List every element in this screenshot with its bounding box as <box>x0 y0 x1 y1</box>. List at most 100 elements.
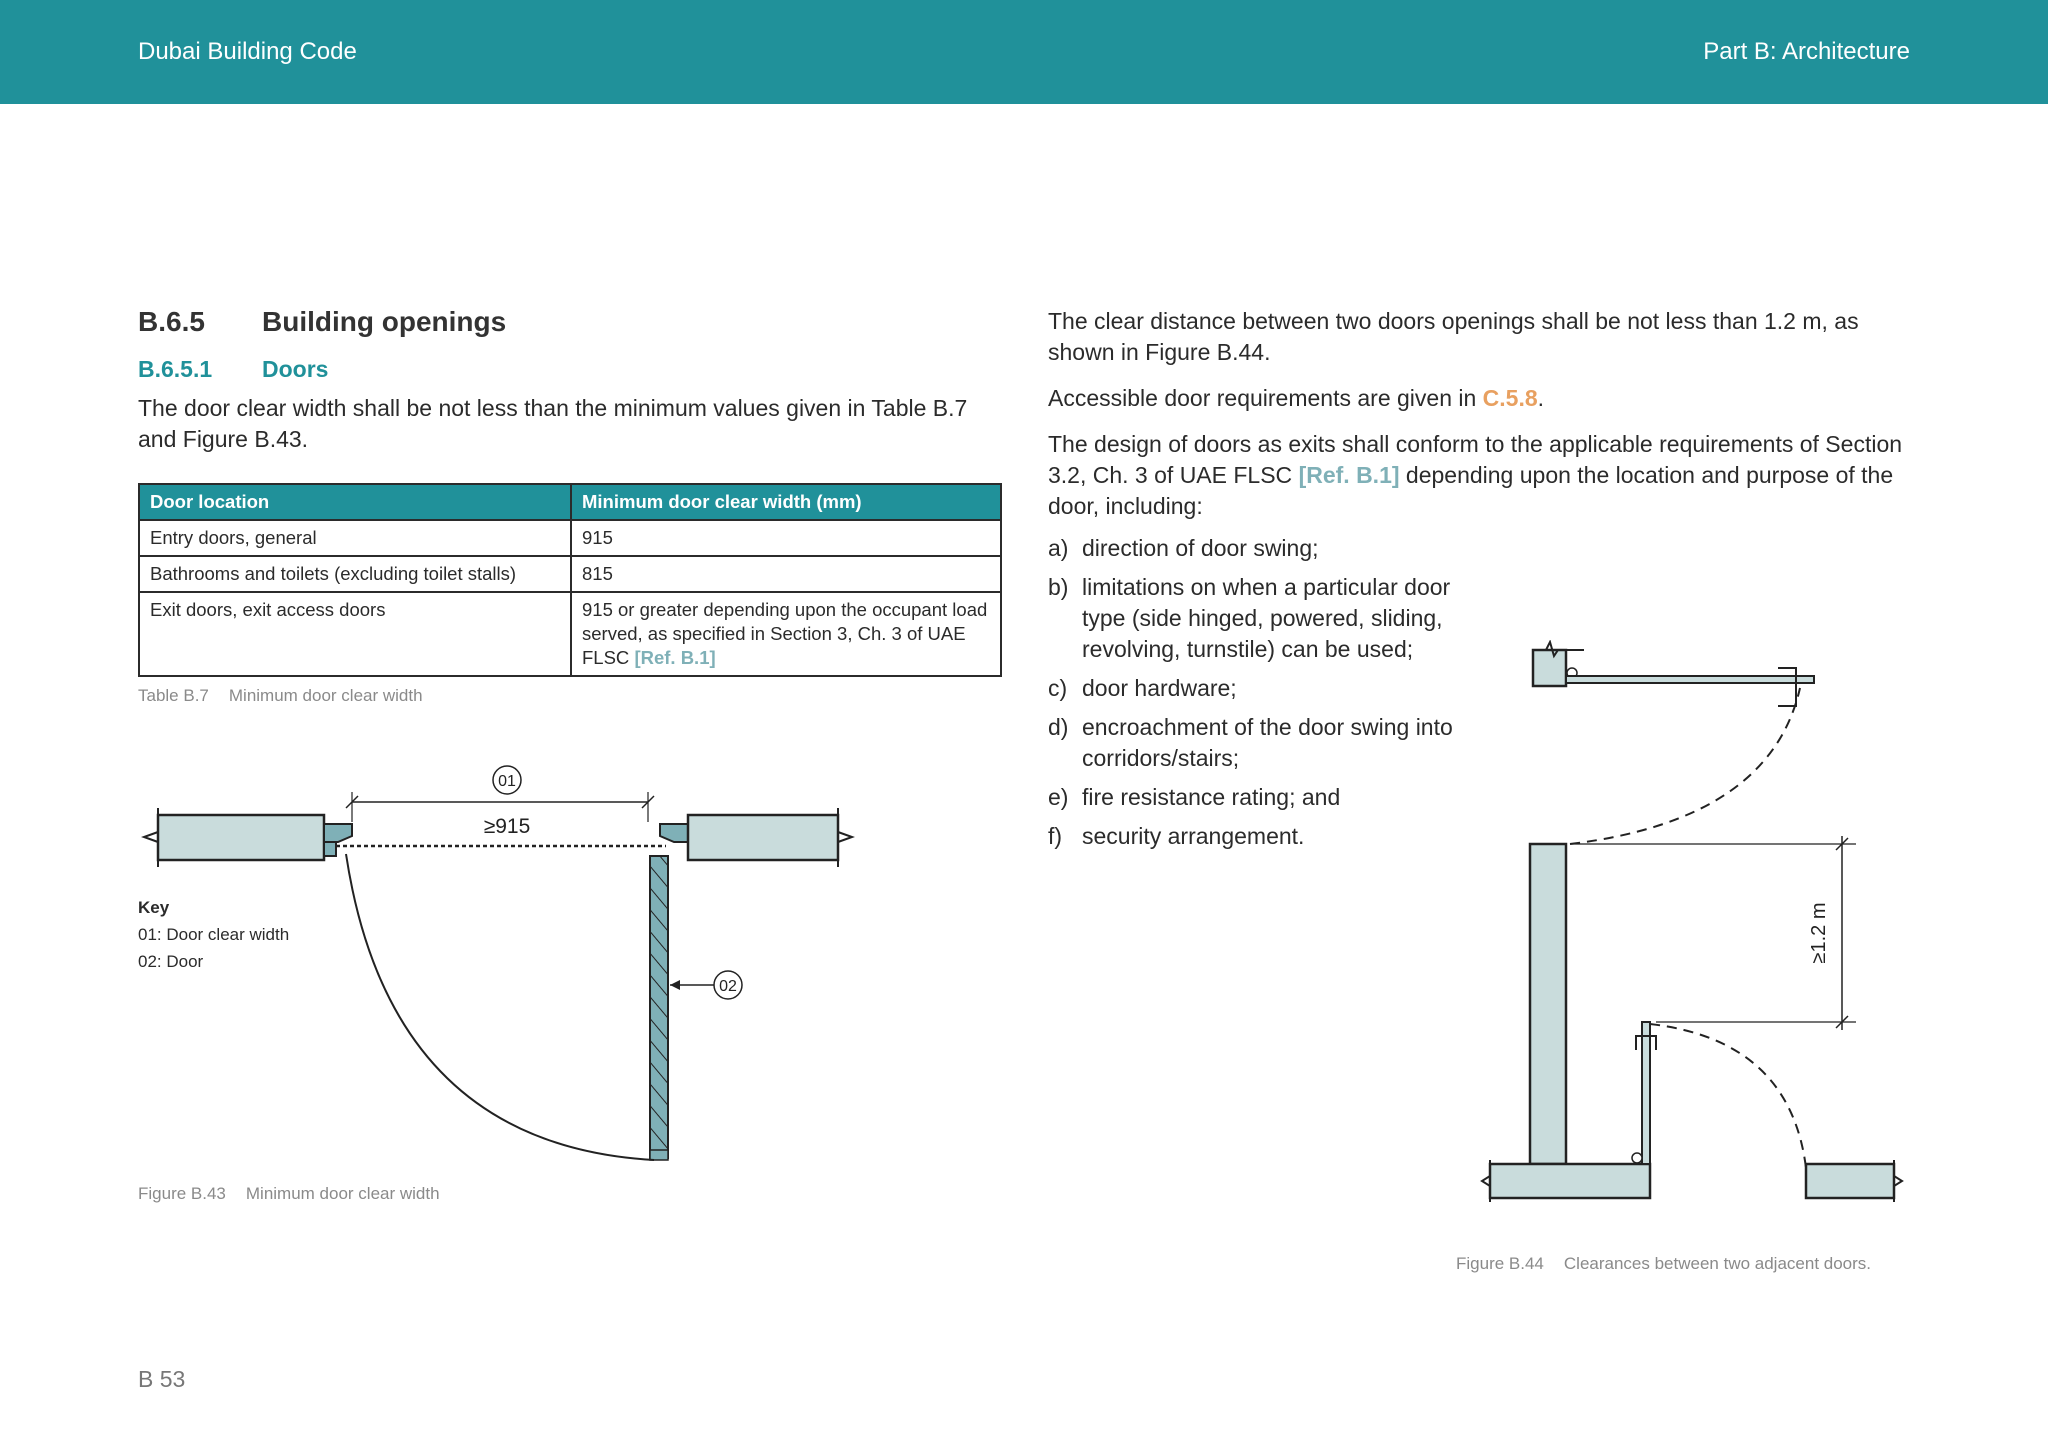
bottom-wall <box>1488 1162 1652 1200</box>
callout-02-label: 02 <box>719 978 737 995</box>
intro-paragraph: The door clear width shall be not less t… <box>138 395 968 452</box>
table-caption: Table B.7 Minimum door clear width <box>138 686 423 706</box>
table-cell-location: Entry doors, general <box>138 519 572 557</box>
exit-design-text-end: depending upon the location and purpose … <box>1048 462 1894 519</box>
header-document-title: Dubai Building Code <box>138 38 357 65</box>
top-door-stop <box>1778 667 1797 707</box>
door-leaf-end <box>649 1149 669 1161</box>
bottom-door-leaf <box>1641 1021 1651 1165</box>
table-cell-width: 915 or greater depending upon the occupa… <box>570 591 1002 677</box>
reference-link[interactable]: [Ref. B.1] <box>634 647 716 668</box>
figure-b44-door-clearances: ≥1.2 m <box>1480 640 1904 1202</box>
section-number: B.6.5 <box>138 306 205 337</box>
top-wall-stub <box>1531 648 1568 688</box>
left-hinge-block <box>323 841 337 857</box>
door-swing-arc <box>345 853 655 1161</box>
callout-01-circle <box>492 765 522 795</box>
callout-02-circle <box>713 970 743 1000</box>
list-text: limitations on when a particular door ty… <box>1082 574 1451 662</box>
right-wall-stub <box>1804 1162 1896 1200</box>
figure-b44-caption: Figure B.44 Clearances between two adjace… <box>1456 1254 1871 1274</box>
table-header-cell: Door location <box>138 483 572 521</box>
table-cell-width-text: 915 or greater depending upon the occupa… <box>582 599 988 668</box>
key-title: Key <box>138 898 170 917</box>
table-caption-label: Table B.7 <box>138 686 209 705</box>
exit-design-paragraph: The design of doors as exits shall confo… <box>1048 429 1918 522</box>
right-wall <box>686 813 840 862</box>
table-caption-text: Minimum door clear width <box>228 686 423 705</box>
key-item: 02: Door <box>138 952 204 971</box>
table-cell-location: Bathrooms and toilets (excluding toilet … <box>138 555 572 593</box>
break-line <box>1533 640 1584 659</box>
exit-design-text: The design of doors as exits shall confo… <box>1048 431 1903 488</box>
dimension-tick <box>1835 1015 1849 1029</box>
dimension-tick <box>1835 837 1849 851</box>
table-row: Entry doors, general 915 <box>138 519 1002 557</box>
vertical-wall <box>1528 842 1568 1166</box>
dimension-tick <box>345 795 359 809</box>
subsection-title: Doors <box>262 356 329 382</box>
list-marker: d) <box>1048 714 1069 740</box>
section-heading: B.6.5 Building openings <box>138 306 506 338</box>
table-cell-width: 815 <box>570 555 1002 593</box>
accessible-text-end: . <box>1537 385 1545 411</box>
figure-key: Key 01: Door clear width 02: Door <box>138 894 289 975</box>
left-wall <box>156 813 326 862</box>
list-text: direction of door swing; <box>1082 535 1319 561</box>
table-header-cell: Minimum door clear width (mm) <box>570 483 1002 521</box>
callout-01-label: 01 <box>498 773 516 790</box>
table-cell-location: Exit doors, exit access doors <box>138 591 572 677</box>
list-text: security arrangement. <box>1082 823 1305 849</box>
table-header-row: Door location Minimum door clear width (… <box>138 483 1002 521</box>
list-marker: b) <box>1048 574 1069 600</box>
top-door-swing-arc <box>1569 687 1801 845</box>
break-line <box>1480 1160 1491 1202</box>
list-marker: c) <box>1048 675 1068 701</box>
table-row: Bathrooms and toilets (excluding toilet … <box>138 555 1002 593</box>
figure-b43-caption: Figure B.43 Minimum door clear width <box>138 1184 440 1204</box>
figure-caption-label: Figure B.43 <box>138 1184 226 1203</box>
figure-caption-text: Clearances between two adjacent doors. <box>1563 1254 1872 1273</box>
door-leaf <box>649 855 669 1159</box>
list-marker: a) <box>1048 535 1069 561</box>
reference-link[interactable]: [Ref. B.1] <box>1298 462 1400 488</box>
figure-b43-door-clear-width: ≥915 01 02 <box>141 765 855 1161</box>
callout-02-arrow <box>670 980 680 990</box>
list-item: e) fire resistance rating; and <box>1048 782 1478 813</box>
break-line <box>837 831 855 843</box>
table-row: Exit doors, exit access doors 915 or gre… <box>138 591 1002 677</box>
break-line <box>1893 1160 1904 1202</box>
section-title: Building openings <box>262 306 507 337</box>
list-text: fire resistance rating; and <box>1082 784 1341 810</box>
list-item: f) security arrangement. <box>1048 821 1478 852</box>
hinge <box>1631 1152 1643 1164</box>
figure-caption-text: Minimum door clear width <box>245 1184 440 1203</box>
list-text: door hardware; <box>1082 675 1237 701</box>
bottom-door-stop <box>1635 1035 1657 1050</box>
list-item: a) direction of door swing; <box>1048 533 1478 564</box>
door-requirements-list: a) direction of door swing; b) limitations… <box>1048 533 1478 860</box>
list-text: encroachment of the door swing into corr… <box>1082 714 1453 771</box>
accessible-text: Accessible door requirements are given i… <box>1048 385 1483 411</box>
door-width-table: Door location Minimum door clear width (… <box>138 483 1002 677</box>
clear-distance-paragraph: The clear distance between two doors ope… <box>1048 308 1859 365</box>
accessible-paragraph: Accessible door requirements are given i… <box>1048 383 1918 414</box>
page-number: B 53 <box>138 1366 186 1392</box>
figure-caption-label: Figure B.44 <box>1456 1254 1544 1273</box>
dimension-label: ≥1.2 m <box>1808 903 1830 964</box>
list-item: d) encroachment of the door swing into co… <box>1048 712 1478 774</box>
list-marker: e) <box>1048 784 1069 810</box>
list-item: b) limitations on when a particular door … <box>1048 572 1478 665</box>
break-line <box>141 831 159 843</box>
dimension-label: ≥915 <box>484 815 531 838</box>
dimension-tick <box>641 795 655 809</box>
header-part-title: Part B: Architecture <box>1703 38 1910 65</box>
list-marker: f) <box>1048 823 1063 849</box>
key-item: 01: Door clear width <box>138 925 290 944</box>
accessible-reference-link[interactable]: C.5.8 <box>1482 385 1538 411</box>
right-door-jamb <box>659 823 689 843</box>
list-item: c) door hardware; <box>1048 673 1478 704</box>
page-header: Dubai Building Code Part B: Architecture <box>0 0 2048 104</box>
bottom-door-swing-arc <box>1649 1023 1807 1169</box>
